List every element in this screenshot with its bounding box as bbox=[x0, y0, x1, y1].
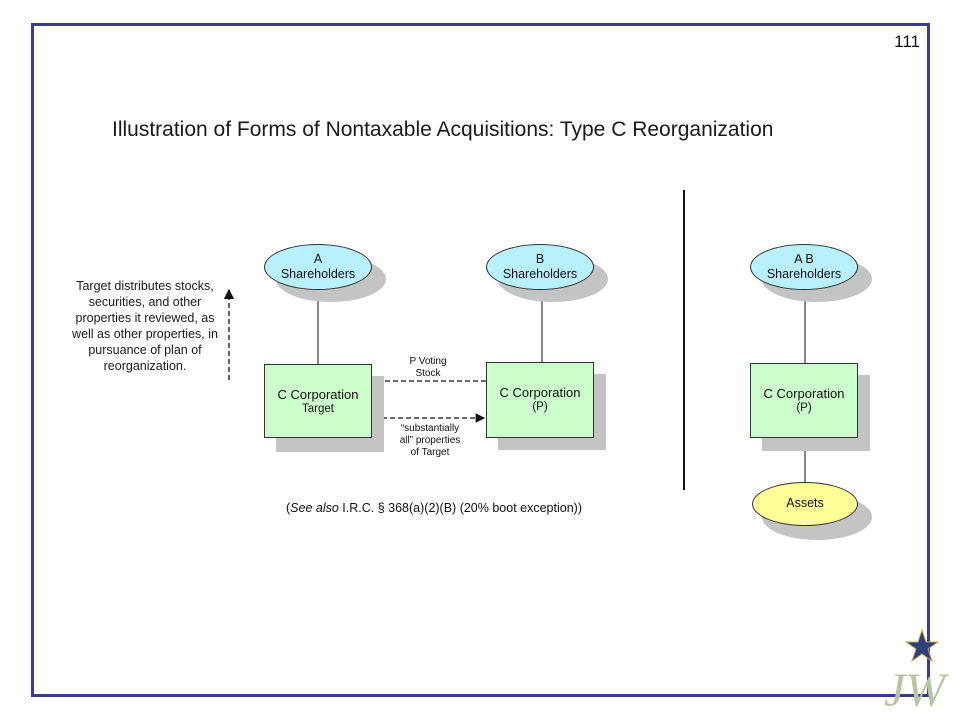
assets-label: Assets bbox=[786, 496, 824, 510]
properties-label-line1: “substantially bbox=[400, 423, 460, 434]
footnote-see-also: See also bbox=[290, 501, 339, 515]
p-corp-line2: (P) bbox=[532, 401, 548, 413]
ab-shareholders-node: A B Shareholders bbox=[750, 244, 858, 290]
footnote-rest: I.R.C. § 368(a)(2)(B) (20% boot exceptio… bbox=[338, 501, 582, 515]
target-corp-box: C Corporation Target bbox=[264, 364, 372, 438]
statute-footnote: (See also I.R.C. § 368(a)(2)(B) (20% boo… bbox=[286, 501, 582, 515]
p-corp-box: C Corporation (P) bbox=[486, 362, 594, 438]
logo-text: JW bbox=[884, 664, 949, 717]
properties-label: “substantially all” properties of Target bbox=[384, 423, 476, 459]
slide-title: Illustration of Forms of Nontaxable Acqu… bbox=[112, 118, 774, 141]
ab-shareholders-line2: Shareholders bbox=[766, 267, 842, 281]
p-corp-line1: C Corporation bbox=[499, 385, 581, 400]
b-shareholders-line1: B bbox=[535, 252, 545, 266]
a-shareholders-line2: Shareholders bbox=[280, 267, 356, 281]
assets-node: Assets bbox=[752, 482, 858, 526]
voting-stock-label: P Voting Stock bbox=[393, 356, 463, 380]
voting-stock-label-line1: P Voting bbox=[409, 356, 447, 367]
distribution-note: Target distributes stocks, securities, a… bbox=[72, 279, 218, 373]
properties-label-line2: all” properties bbox=[399, 435, 461, 446]
p-corp-right-box: C Corporation (P) bbox=[750, 363, 858, 438]
voting-stock-label-line2: Stock bbox=[415, 368, 441, 379]
target-corp-line1: C Corporation bbox=[277, 387, 359, 402]
ab-shareholders-line1: A B bbox=[794, 252, 814, 266]
p-corp-right-line1: C Corporation bbox=[763, 386, 845, 401]
properties-label-line3: of Target bbox=[410, 447, 450, 458]
a-shareholders-line1: A bbox=[313, 252, 323, 266]
b-shareholders-node: B Shareholders bbox=[486, 244, 594, 290]
page-number: 111 bbox=[894, 32, 920, 51]
slide-frame bbox=[31, 23, 930, 697]
jw-logo: JW bbox=[884, 628, 949, 717]
footnote-open: ( bbox=[286, 501, 291, 515]
b-shareholders-line2: Shareholders bbox=[502, 267, 578, 281]
target-corp-line2: Target bbox=[302, 403, 334, 415]
star-icon bbox=[904, 628, 940, 663]
p-corp-right-line2: (P) bbox=[796, 402, 812, 414]
a-shareholders-node: A Shareholders bbox=[264, 244, 372, 290]
